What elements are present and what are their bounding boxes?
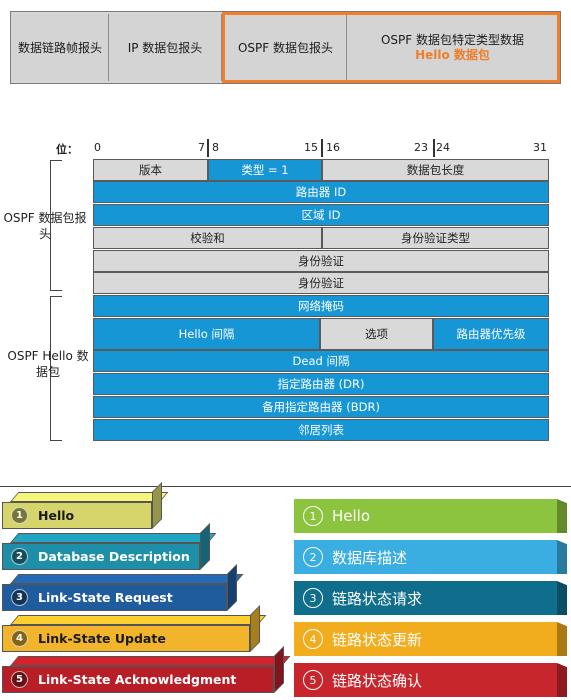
ospf-data-label: OSPF 数据包特定类型数据 xyxy=(380,32,525,47)
packet-type-zh-3: 3 链路状态请求 xyxy=(294,581,557,615)
step-number-badge: 3 xyxy=(11,589,28,606)
bit-7: 7 xyxy=(198,141,205,154)
tick-24 xyxy=(433,139,435,157)
bdr-field: 备用指定路由器 (BDR) xyxy=(93,396,549,418)
step-number-badge: 2 xyxy=(11,548,28,565)
packet-type-en-1: 1 Hello xyxy=(2,502,152,529)
ip-header-label: IP 数据包报头 xyxy=(127,41,203,55)
router-id-field: 路由器 ID xyxy=(93,181,549,203)
netmask-field: 网络掩码 xyxy=(93,295,549,317)
options-field: 选项 xyxy=(320,318,433,350)
checksum-field: 校验和 xyxy=(93,227,322,249)
area-id-field: 区域 ID xyxy=(93,204,549,226)
bit-31: 31 xyxy=(533,141,547,154)
bar-edge xyxy=(557,499,567,533)
bar-edge xyxy=(557,622,567,656)
bit-label: 位： xyxy=(56,143,78,156)
packet-type-zh-4: 4 链路状态更新 xyxy=(294,622,557,656)
bit-16: 16 xyxy=(326,141,340,154)
bit-8: 8 xyxy=(212,141,219,154)
bit-15: 15 xyxy=(304,141,318,154)
ospf-hello-side-label: OSPF Hello 数据包 xyxy=(7,349,89,379)
step-number-badge: 1 xyxy=(11,507,28,524)
frame-header-label: 数据链路帧报头 xyxy=(17,41,102,55)
step-label: Link-State Update xyxy=(38,631,166,646)
auth-type-field: 身份验证类型 xyxy=(322,227,549,249)
version-field: 版本 xyxy=(93,159,208,181)
header-brace xyxy=(50,160,62,291)
bar-number-circle: 4 xyxy=(303,629,323,649)
bar-label: 链路状态请求 xyxy=(332,589,423,608)
tick-8 xyxy=(207,139,209,157)
step-number-badge: 4 xyxy=(11,630,28,647)
bar-label: 链路状态更新 xyxy=(332,630,423,649)
step-top-face xyxy=(10,492,169,502)
step-label: Link-State Request xyxy=(38,590,173,605)
ospf-header-label: OSPF 数据包报头 xyxy=(237,41,334,55)
bar-label: 数据库描述 xyxy=(332,548,408,567)
step-top-face xyxy=(10,574,244,584)
neighbor-list-field: 邻居列表 xyxy=(93,419,549,441)
packet-type-en-5: 5 Link-State Acknowledgment xyxy=(2,666,274,693)
ospf-data-segment: OSPF 数据包特定类型数据 Hello 数据包 xyxy=(347,14,558,81)
step-number-badge: 5 xyxy=(11,671,28,688)
ip-header-segment: IP 数据包报头 xyxy=(109,14,222,81)
bar-number-circle: 1 xyxy=(303,506,323,526)
step-label: Database Description xyxy=(38,549,190,564)
step-label: Hello xyxy=(38,508,75,523)
packet-type-zh-2: 2 数据库描述 xyxy=(294,540,557,574)
bar-edge xyxy=(557,663,567,697)
bar-label: 链路状态确认 xyxy=(332,671,423,690)
bar-label: Hello xyxy=(332,507,371,525)
authentication-field-1: 身份验证 xyxy=(93,250,549,272)
bar-number-circle: 5 xyxy=(303,670,323,690)
packet-type-en-3: 3 Link-State Request xyxy=(2,584,227,611)
bit-23: 23 xyxy=(414,141,428,154)
tick-16 xyxy=(321,139,323,157)
authentication-field-2: 身份验证 xyxy=(93,272,549,294)
packet-type-zh-5: 5 链路状态确认 xyxy=(294,663,557,697)
bar-number-circle: 3 xyxy=(303,588,323,608)
frame-header-segment: 数据链路帧报头 xyxy=(12,14,109,81)
router-priority-field: 路由器优先级 xyxy=(433,318,549,350)
type-field: 类型 = 1 xyxy=(208,159,322,181)
step-top-face xyxy=(10,656,291,666)
bit-0: 0 xyxy=(94,141,101,154)
ospf-header-side-label: OSPF 数据包报头 xyxy=(3,211,87,241)
step-label: Link-State Acknowledgment xyxy=(38,672,237,687)
packet-type-en-2: 2 Database Description xyxy=(2,543,200,570)
step-top-face xyxy=(10,615,267,625)
hello-brace xyxy=(50,296,62,441)
dr-field: 指定路由器 (DR) xyxy=(93,373,549,395)
bit-24: 24 xyxy=(436,141,450,154)
packet-type-en-4: 4 Link-State Update xyxy=(2,625,250,652)
step-top-face xyxy=(10,533,217,543)
dead-interval-field: Dead 间隔 xyxy=(93,350,549,372)
hello-packet-label: Hello 数据包 xyxy=(415,47,490,62)
bar-edge xyxy=(557,540,567,574)
ospf-highlight-outline xyxy=(222,12,560,83)
bar-edge xyxy=(557,581,567,615)
hello-interval-field: Hello 间隔 xyxy=(93,318,320,350)
bar-number-circle: 2 xyxy=(303,547,323,567)
ospf-header-segment: OSPF 数据包报头 xyxy=(225,14,347,81)
packet-type-zh-1: 1 Hello xyxy=(294,499,557,533)
packet-length-field: 数据包长度 xyxy=(322,159,549,181)
